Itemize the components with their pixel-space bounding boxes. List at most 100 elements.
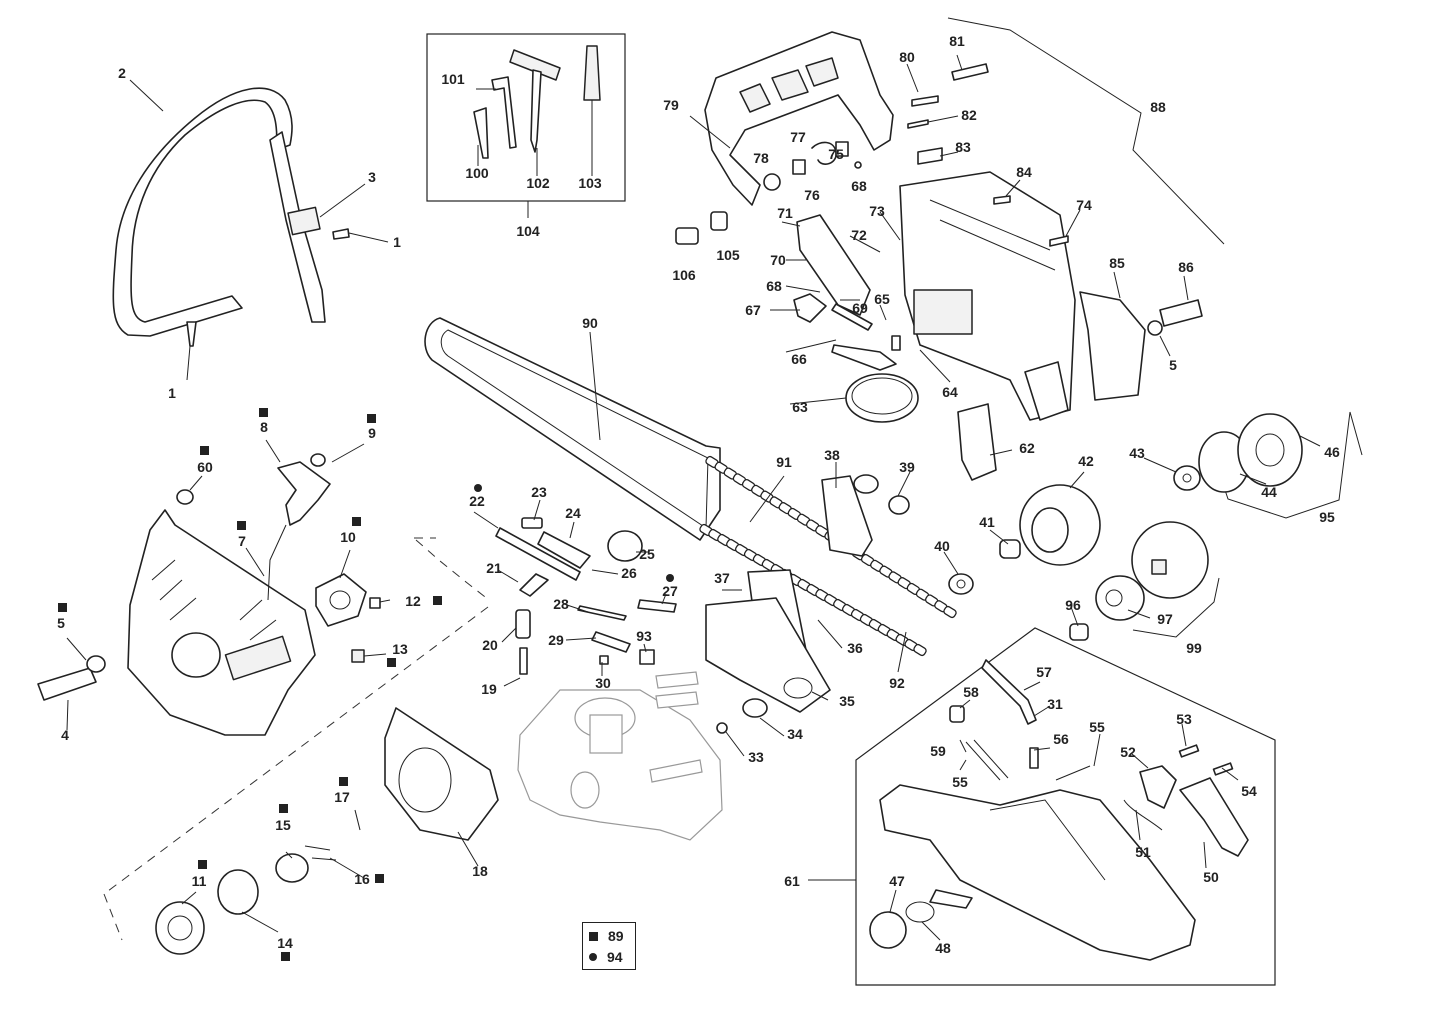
callout-61: 61 [784, 873, 800, 889]
callout-29: 29 [548, 632, 564, 648]
callout-66: 66 [791, 351, 807, 367]
callout-26: 26 [621, 565, 637, 581]
callout-91: 91 [776, 454, 792, 470]
callout-12: 12 [405, 593, 421, 609]
callout-73: 73 [869, 203, 885, 219]
callout-63: 63 [792, 399, 808, 415]
callout-79: 79 [663, 97, 679, 113]
callout-8: 8 [260, 419, 268, 435]
marker-square [200, 446, 209, 455]
callout-72: 72 [851, 227, 867, 243]
callout-36: 36 [847, 640, 863, 656]
callout-62: 62 [1019, 440, 1035, 456]
callout-55-b: 55 [952, 774, 968, 790]
square-marker-icon [589, 931, 598, 941]
callout-33: 33 [748, 749, 764, 765]
marker-square [237, 521, 246, 530]
callout-38: 38 [824, 447, 840, 463]
marker-square [433, 596, 442, 605]
callout-1-b: 1 [168, 385, 176, 401]
engine-block [517, 671, 723, 841]
legend-label-94: 94 [607, 949, 623, 965]
callout-93: 93 [636, 628, 652, 644]
front-handle [112, 87, 350, 347]
callout-64: 64 [942, 384, 958, 400]
legend-row-94: 94 [589, 949, 623, 965]
callout-68-a: 68 [851, 178, 867, 194]
callout-1-a: 1 [393, 234, 401, 250]
callout-35: 35 [839, 693, 855, 709]
callout-9: 9 [368, 425, 376, 441]
callout-69: 69 [852, 300, 868, 316]
callout-88: 88 [1150, 99, 1166, 115]
dot-marker-icon [589, 953, 597, 961]
callout-48: 48 [935, 940, 951, 956]
marker-square [281, 952, 290, 961]
callout-41: 41 [979, 514, 995, 530]
callout-55-a: 55 [1089, 719, 1105, 735]
callout-13: 13 [392, 641, 408, 657]
handle-clamp [287, 206, 321, 236]
callout-78: 78 [753, 150, 769, 166]
starter-group [37, 453, 499, 955]
callout-74: 74 [1076, 197, 1092, 213]
callout-15: 15 [275, 817, 291, 833]
callout-18: 18 [472, 863, 488, 879]
legend-label-89: 89 [608, 928, 624, 944]
callout-68-b: 68 [766, 278, 782, 294]
marker-square [279, 804, 288, 813]
callout-86: 86 [1178, 259, 1194, 275]
callout-39: 39 [899, 459, 915, 475]
kit-markers [58, 408, 674, 961]
callout-101: 101 [441, 71, 465, 87]
callout-82: 82 [961, 107, 977, 123]
marker-square [352, 517, 361, 526]
tool-kit-box [426, 33, 626, 202]
marker-square [387, 658, 396, 667]
callout-84: 84 [1016, 164, 1032, 180]
callout-16: 16 [354, 871, 370, 887]
callout-56: 56 [1053, 731, 1069, 747]
callout-3: 3 [368, 169, 376, 185]
callout-80: 80 [899, 49, 915, 65]
tank-group [869, 659, 1249, 961]
screw-1 [186, 321, 197, 347]
callout-43: 43 [1129, 445, 1145, 461]
callout-40: 40 [934, 538, 950, 554]
callout-19: 19 [481, 681, 497, 697]
callout-labels: 2 3 1 1 4 5 5 7 8 9 10 11 12 13 14 15 16… [57, 33, 1340, 956]
callout-77: 77 [790, 129, 806, 145]
callout-103: 103 [578, 175, 602, 191]
callout-42: 42 [1078, 453, 1094, 469]
callout-57: 57 [1036, 664, 1052, 680]
callout-83: 83 [955, 139, 971, 155]
marker-square [58, 603, 67, 612]
callout-102: 102 [526, 175, 550, 191]
callout-30: 30 [595, 675, 611, 691]
callout-81: 81 [949, 33, 965, 49]
tool-kit [473, 45, 601, 160]
callout-75: 75 [828, 146, 844, 162]
marker-dot [474, 484, 482, 492]
callout-54: 54 [1241, 783, 1257, 799]
legend-row-89: 89 [589, 928, 624, 944]
callout-71: 71 [777, 205, 793, 221]
callout-4: 4 [61, 727, 69, 743]
callout-105: 105 [716, 247, 740, 263]
marker-square [259, 408, 268, 417]
callout-52: 52 [1120, 744, 1136, 760]
callout-27: 27 [662, 583, 678, 599]
callout-21: 21 [486, 560, 502, 576]
callout-59: 59 [930, 743, 946, 759]
callout-7: 7 [238, 533, 246, 549]
callout-92: 92 [889, 675, 905, 691]
callout-58: 58 [963, 684, 979, 700]
callout-70: 70 [770, 252, 786, 268]
callout-76: 76 [804, 187, 820, 203]
marker-square [375, 874, 384, 883]
callout-65: 65 [874, 291, 890, 307]
chain-link [913, 643, 927, 657]
marker-square [339, 777, 348, 786]
